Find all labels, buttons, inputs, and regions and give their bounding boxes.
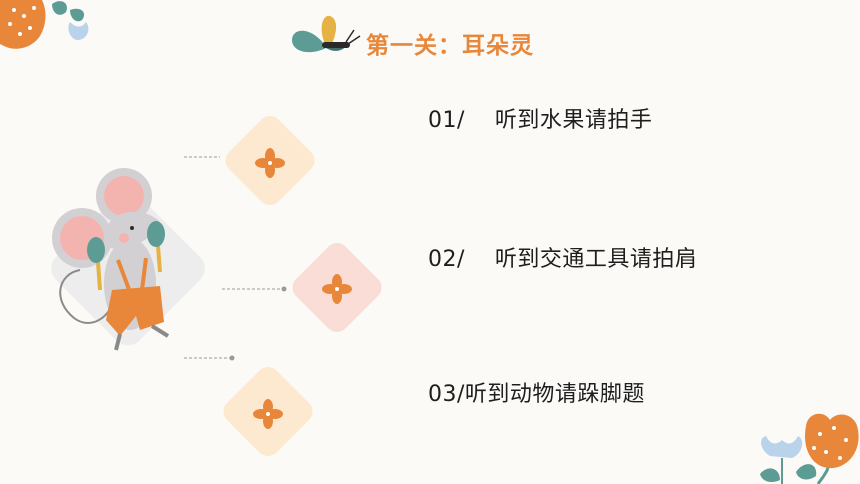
four-petal-flower-icon xyxy=(253,399,283,429)
list-item-3: 03/听到动物请跺脚题 xyxy=(428,376,645,408)
item-label: 听到动物请跺脚题 xyxy=(464,382,645,407)
list-item-1: 01/听到水果请拍手 xyxy=(428,102,652,134)
mouse-with-maracas-illustration xyxy=(52,168,170,351)
item-number: 02/ xyxy=(428,247,465,272)
butterfly-icon xyxy=(292,15,361,53)
page-title: 第一关：耳朵灵 xyxy=(366,33,534,59)
item-number: 03/ xyxy=(428,382,465,407)
four-petal-flower-icon xyxy=(255,148,285,178)
item-label: 听到水果请拍手 xyxy=(494,108,653,133)
list-item-2: 02/听到交通工具请拍肩 xyxy=(428,241,697,273)
four-petal-flower-icon xyxy=(322,274,352,304)
bottom-right-flower-icon xyxy=(760,413,859,484)
item-number: 01/ xyxy=(428,108,465,133)
item-label: 听到交通工具请拍肩 xyxy=(494,247,698,272)
top-left-flower-icon xyxy=(0,0,89,49)
